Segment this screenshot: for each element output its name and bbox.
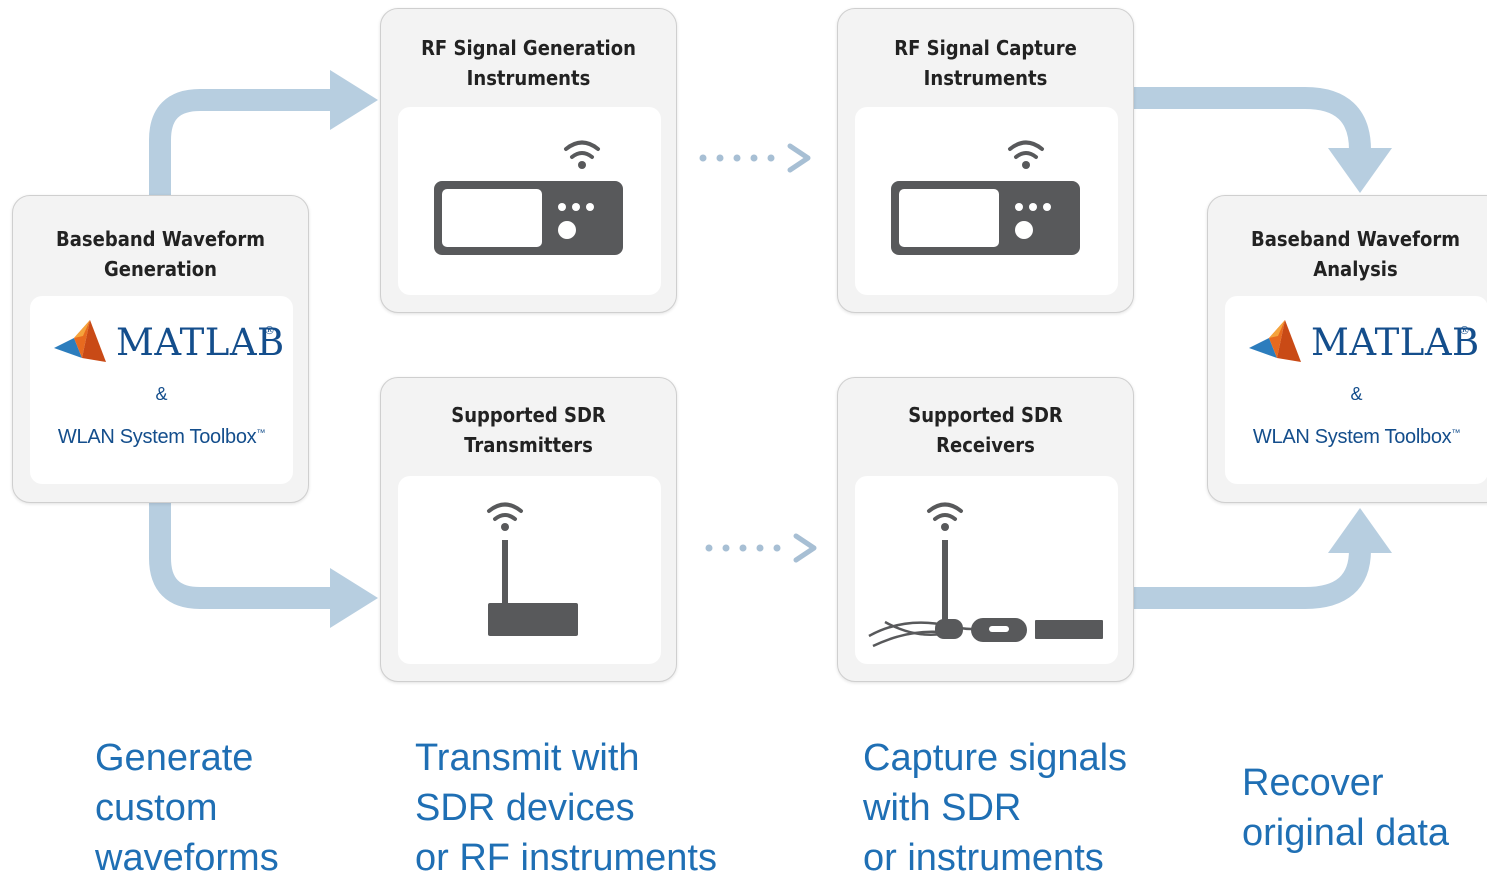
caption-recover: Recover original data xyxy=(1242,758,1449,858)
block-title-line: Supported SDR xyxy=(908,403,1063,427)
arrowhead-rf-generation xyxy=(330,70,378,130)
block-title-line: Generation xyxy=(103,257,217,281)
caption-line: SDR devices xyxy=(415,787,635,829)
block-title: Baseband Waveform Generation xyxy=(28,224,294,284)
baseband-generation-block: Baseband Waveform Generation MATLAB ® & … xyxy=(12,195,309,503)
caption-line: Recover xyxy=(1242,762,1384,804)
rf-instrument-icon xyxy=(891,140,1080,255)
wifi-icon xyxy=(564,140,600,159)
rf-generation-block: RF Signal Generation Instruments xyxy=(380,8,677,313)
rf-capture-block: RF Signal Capture Instruments xyxy=(837,8,1134,313)
block-content xyxy=(855,476,1118,664)
block-title-line: Receivers xyxy=(936,433,1035,457)
block-title: Supported SDR Receivers xyxy=(853,400,1119,460)
rf-instrument-icon xyxy=(434,140,623,255)
block-content xyxy=(398,476,661,664)
caption-line: waveforms xyxy=(95,837,279,879)
wifi-icon xyxy=(1008,140,1044,159)
block-content xyxy=(398,107,661,295)
block-title: RF Signal Capture Instruments xyxy=(853,33,1119,93)
baseband-analysis-block: Baseband Waveform Analysis MATLAB ® & WL… xyxy=(1207,195,1487,503)
sdr-receiver-icon xyxy=(868,502,1103,648)
trademark-mark: ™ xyxy=(1451,427,1461,438)
caption-capture: Capture signals with SDR or instruments xyxy=(863,733,1127,883)
block-title-line: Baseband Waveform xyxy=(1251,227,1460,251)
wifi-icon xyxy=(487,502,523,521)
matlab-logo: MATLAB ® xyxy=(1225,318,1487,368)
toolbox-label: WLAN System Toolbox™ xyxy=(30,426,293,449)
caption-line: with SDR xyxy=(863,787,1022,829)
block-title-line: Baseband Waveform xyxy=(56,227,265,251)
flow-arrow-to-sdr-transmitters xyxy=(149,498,335,609)
block-content: MATLAB ® & WLAN System Toolbox™ xyxy=(1225,296,1487,484)
block-title: RF Signal Generation Instruments xyxy=(396,33,662,93)
caption-line: Capture signals xyxy=(863,737,1128,779)
registered-mark: ® xyxy=(1459,324,1470,337)
sdr-receivers-block: Supported SDR Receivers xyxy=(837,377,1134,682)
caption-line: Transmit with xyxy=(415,737,640,779)
caption-line: Generate xyxy=(95,737,254,779)
block-title-line: RF Signal Generation xyxy=(421,36,636,60)
flow-arrow-to-analysis-bottom xyxy=(1133,549,1371,609)
arrowhead-analysis-top xyxy=(1328,148,1392,193)
block-title-line: Instruments xyxy=(923,66,1048,90)
toolbox-name: WLAN System Toolbox xyxy=(57,426,257,448)
caption-line: or RF instruments xyxy=(415,837,717,879)
block-content: MATLAB ® & WLAN System Toolbox™ xyxy=(30,296,293,484)
caption-line: custom xyxy=(95,787,218,829)
arrowhead-sdr-transmitters xyxy=(330,568,378,628)
arrowhead-analysis-bottom xyxy=(1328,508,1392,553)
sdr-transmitters-block: Supported SDR Transmitters xyxy=(380,377,677,682)
block-title-line: RF Signal Capture xyxy=(894,36,1077,60)
ampersand: & xyxy=(1350,384,1363,404)
dotted-arrow-top xyxy=(699,143,811,173)
sdr-transmitter-icon xyxy=(487,502,578,636)
block-title-line: Transmitters xyxy=(464,433,593,457)
matlab-logo: MATLAB ® xyxy=(30,318,293,368)
block-title-line: Analysis xyxy=(1313,257,1398,281)
caption-line: or instruments xyxy=(863,837,1104,879)
ampersand: & xyxy=(155,384,168,404)
toolbox-label: WLAN System Toolbox™ xyxy=(1225,426,1487,449)
caption-line: original data xyxy=(1242,812,1450,854)
matlab-wordmark: MATLAB xyxy=(1311,321,1480,364)
trademark-mark: ™ xyxy=(256,427,266,438)
block-title: Baseband Waveform Analysis xyxy=(1223,224,1487,284)
dotted-arrow-bottom xyxy=(705,533,817,563)
matlab-logo-icon xyxy=(54,320,106,362)
matlab-logo-icon xyxy=(1249,320,1301,362)
caption-transmit: Transmit with SDR devices or RF instrume… xyxy=(415,733,717,883)
matlab-wordmark: MATLAB xyxy=(116,321,285,364)
wifi-icon xyxy=(927,502,963,521)
block-title: Supported SDR Transmitters xyxy=(396,400,662,460)
toolbox-name: WLAN System Toolbox xyxy=(1252,426,1452,448)
registered-mark: ® xyxy=(264,324,275,337)
flow-arrow-to-analysis-top xyxy=(1133,87,1371,151)
caption-generate: Generate custom waveforms xyxy=(95,733,279,883)
flow-arrow-to-rf-generation xyxy=(149,89,335,200)
block-content xyxy=(855,107,1118,295)
block-title-line: Supported SDR xyxy=(451,403,606,427)
block-title-line: Instruments xyxy=(466,66,591,90)
